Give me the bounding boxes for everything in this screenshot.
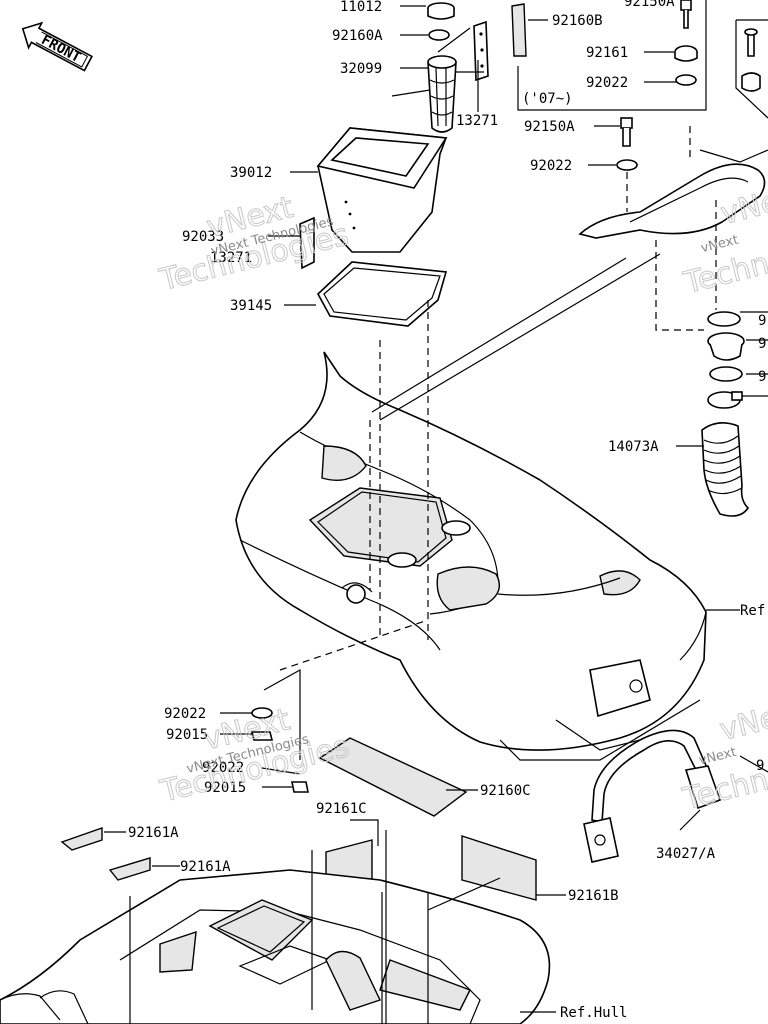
part-92015-nut-b[interactable] <box>291 781 309 793</box>
label-39145: 39145 <box>230 298 272 314</box>
label-92161: 92161 <box>586 45 628 61</box>
label-92015-b: 92015 <box>204 780 246 796</box>
label-ref-right: Ref <box>740 603 765 619</box>
lower-hull-body <box>0 869 551 1024</box>
label-r9-d: 9 <box>756 758 764 774</box>
part-32099-tube[interactable] <box>427 55 457 133</box>
part-39012-storage-box[interactable] <box>316 127 448 253</box>
label-92015-a: 92015 <box>166 727 208 743</box>
label-39012: 39012 <box>230 165 272 181</box>
label-14073A: 14073A <box>608 439 659 455</box>
watermark-small-brand-4: vNext <box>697 745 737 769</box>
label-11012: 11012 <box>340 0 382 15</box>
label-13271-mid: 13271 <box>210 250 252 266</box>
label-92033: 92033 <box>182 229 224 245</box>
label-92160C: 92160C <box>480 783 531 799</box>
part-13271-bracket-mid[interactable] <box>299 216 315 270</box>
front-direction-badge: FRONT <box>21 21 93 72</box>
label-92160A: 92160A <box>332 28 383 44</box>
label-32099: 32099 <box>340 61 382 77</box>
part-39145-gasket[interactable] <box>317 261 448 327</box>
label-r9-c: 9 <box>758 369 766 385</box>
part-bolt-right[interactable] <box>741 28 761 92</box>
part-92150A-bolt-top[interactable] <box>680 0 692 29</box>
part-92160C-pad[interactable] <box>318 737 468 817</box>
label-92161C: 92161C <box>316 801 367 817</box>
label-92160B: 92160B <box>552 13 603 29</box>
part-92160A-seal[interactable] <box>428 29 450 41</box>
part-11012-cap[interactable] <box>427 2 455 20</box>
part-92022-washer-b[interactable] <box>616 159 638 171</box>
label-92161B: 92161B <box>568 888 619 904</box>
label-92161A-a: 92161A <box>128 825 179 841</box>
label-r9-a: 9 <box>758 313 766 329</box>
part-34027-handle-rail[interactable] <box>583 729 722 863</box>
part-92161A-sticker-a[interactable] <box>60 827 103 851</box>
label-r9-b: 9 <box>758 336 766 352</box>
label-92150A-top: 92150A <box>624 0 675 10</box>
part-92160B-strip[interactable] <box>511 3 527 57</box>
label-92022-a: 92022 <box>586 75 628 91</box>
label-ref-hull: Ref.Hull <box>560 1005 627 1021</box>
label-92022-d: 92022 <box>202 760 244 776</box>
part-92161B-mat[interactable] <box>461 835 537 901</box>
part-92015-nut-a[interactable] <box>250 731 274 741</box>
front-badge-label: FRONT <box>38 32 83 66</box>
part-clamp[interactable] <box>707 391 743 409</box>
label-92161A-b: 92161A <box>180 859 231 875</box>
label-92150A: 92150A <box>524 119 575 135</box>
part-oring-2[interactable] <box>709 366 743 382</box>
watermark-company-3: Techn <box>680 246 768 301</box>
watermark-1: vNext Technologies vNext Technologies <box>155 189 352 298</box>
part-grab-handle[interactable] <box>578 149 768 239</box>
part-92022-washer-a[interactable] <box>675 74 697 86</box>
label-34027: 34027/A <box>656 846 716 862</box>
part-oring-1[interactable] <box>707 311 741 327</box>
part-92161A-sticker-b[interactable] <box>108 857 151 881</box>
label-92022-c: 92022 <box>164 706 206 722</box>
label-13271-top: 13271 <box>456 113 498 129</box>
part-grommet[interactable] <box>707 332 745 361</box>
part-13271-bracket-top[interactable] <box>473 20 489 82</box>
deck-body <box>235 351 707 761</box>
watermark-brand-4: vNext <box>716 693 768 748</box>
part-14073A-hose[interactable] <box>701 422 750 517</box>
watermark-small-brand-3: vNext <box>699 233 739 257</box>
label-07-onward: ('07~) <box>522 91 573 107</box>
part-92161-bumper[interactable] <box>674 45 698 62</box>
part-92150A-bolt[interactable] <box>620 117 633 147</box>
label-92022-b: 92022 <box>530 158 572 174</box>
